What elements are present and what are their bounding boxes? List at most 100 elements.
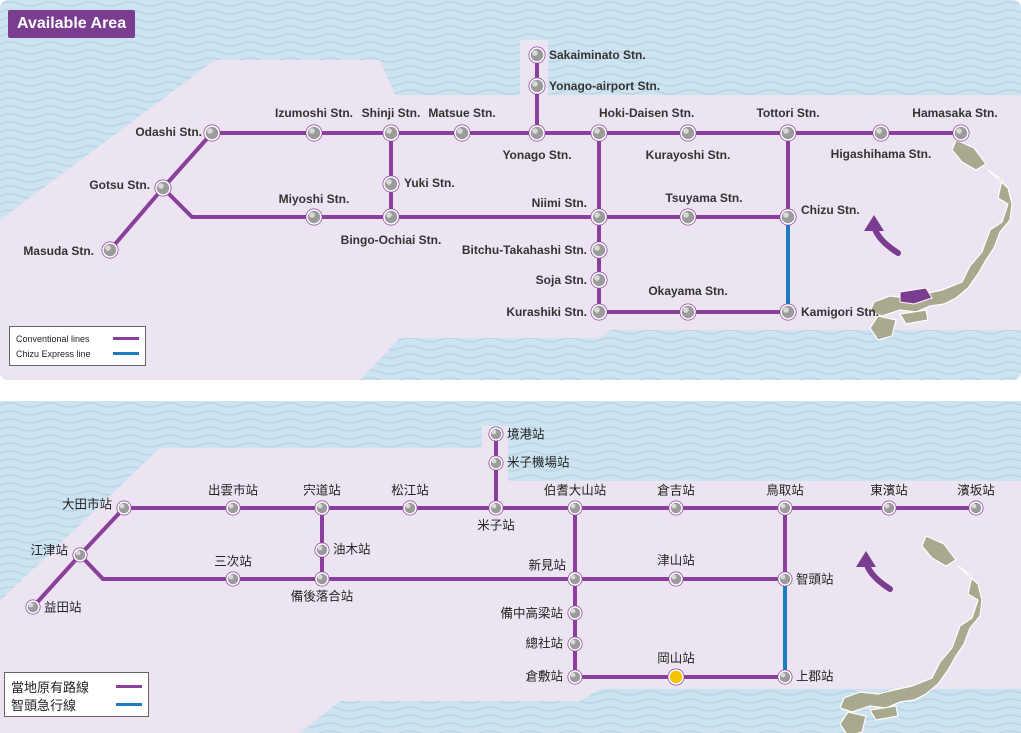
legend-label-conventional-zh: 當地原有路線 xyxy=(11,679,90,695)
station-kurayoshi-en xyxy=(679,124,697,142)
station-label-shinji-en: Shinji Stn. xyxy=(362,106,421,120)
station-label-niimi-en: Niimi Stn. xyxy=(532,196,587,210)
station-kurayoshi-zh xyxy=(668,500,684,516)
station-label-kamigori-en: Kamigori Stn. xyxy=(801,305,879,319)
station-izumoshi-zh xyxy=(225,500,241,516)
station-niimi-zh xyxy=(567,571,583,587)
legend-label-chizu-zh: 智頭急行線 xyxy=(11,697,77,713)
hokkaido-shape xyxy=(951,139,987,171)
kyushu-shape xyxy=(869,315,897,341)
station-bitchu_takahashi-en xyxy=(590,241,608,259)
station-chizu-en xyxy=(779,208,797,226)
station-higashihama-zh xyxy=(881,500,897,516)
station-label-tottori-en: Tottori Stn. xyxy=(756,106,819,120)
legend-label-conventional: Conventional lines xyxy=(16,333,90,344)
hokkaido-shape xyxy=(921,535,957,567)
land-en xyxy=(0,40,1021,380)
map-panel-chinese: 境港站米子機場站大田市站出雲市站宍道站松江站米子站伯耆大山站倉吉站鳥取站東濱站濱… xyxy=(0,401,1021,733)
station-label-yonago-en: Yonago Stn. xyxy=(502,148,571,162)
station-sakaiminato-en xyxy=(528,46,546,64)
station-label-miyoshi-zh: 三次站 xyxy=(214,554,252,569)
shikoku-shape xyxy=(899,309,929,325)
map-panel-english: Sakaiminato Stn. Yonago-airport Stn. Odash… xyxy=(0,0,1021,380)
station-label-yonago-zh: 米子站 xyxy=(477,518,515,533)
station-label-yonago_airport-en: Yonago-airport Stn. xyxy=(549,79,660,93)
station-label-odashi-zh: 大田市站 xyxy=(62,497,112,512)
station-izumoshi-en xyxy=(305,124,323,142)
legend-english: Conventional lines Chizu Express line xyxy=(9,326,146,366)
station-bingo_ochiai-zh xyxy=(314,571,330,587)
station-yonago_airport-zh xyxy=(488,455,504,471)
station-label-tottori-zh: 鳥取站 xyxy=(766,483,804,498)
legend-swatch-chizu-zh xyxy=(116,702,142,706)
station-label-kurashiki-en: Kurashiki Stn. xyxy=(506,305,587,319)
station-sakaiminato-zh xyxy=(488,426,504,442)
station-label-okayama-zh: 岡山站 xyxy=(657,651,695,666)
station-label-izumoshi-zh: 出雲市站 xyxy=(208,483,258,498)
station-label-shinji-zh: 宍道站 xyxy=(303,483,341,498)
station-label-soja-zh: 總社站 xyxy=(525,636,563,651)
legend-label-chizu: Chizu Express line xyxy=(16,348,91,359)
station-kurashiki-en xyxy=(590,303,608,321)
route-map-english: Sakaiminato Stn. Yonago-airport Stn. Odash… xyxy=(0,0,1021,380)
station-yuki-en xyxy=(382,175,400,193)
legend-item-chizu-zh: 智頭急行線 xyxy=(5,695,148,713)
station-masuda-zh xyxy=(25,599,41,615)
station-tsuyama-en xyxy=(679,208,697,226)
station-kamigori-en xyxy=(779,303,797,321)
available-area-title: Available Area xyxy=(8,10,136,38)
legend-item-conventional: Conventional lines xyxy=(10,331,145,346)
station-hoki_daisen-en xyxy=(590,124,608,142)
station-label-hoki_daisen-zh: 伯耆大山站 xyxy=(544,483,607,498)
station-label-izumoshi-en: Izumoshi Stn. xyxy=(275,106,353,120)
station-label-yuki-en: Yuki Stn. xyxy=(404,176,455,190)
station-hamasaka-en xyxy=(952,124,970,142)
station-label-yuki-zh: 油木站 xyxy=(333,542,371,557)
kyushu-shape xyxy=(839,711,867,733)
station-shinji-en xyxy=(382,124,400,142)
station-shinji-zh xyxy=(314,500,330,516)
honshu-shape xyxy=(869,169,1013,317)
honshu-shape xyxy=(839,565,983,713)
line-seg-en-south xyxy=(161,186,788,219)
station-label-kurayoshi-en: Kurayoshi Stn. xyxy=(646,148,731,162)
station-label-kurashiki-zh: 倉敷站 xyxy=(525,669,563,684)
japan-silhouette-en xyxy=(869,139,1013,341)
station-hamasaka-zh xyxy=(968,500,984,516)
line-seg-en-1 xyxy=(161,131,214,190)
legend-item-chizu: Chizu Express line xyxy=(10,346,145,361)
station-label-okayama-en: Okayama Stn. xyxy=(648,284,727,298)
station-label-tsuyama-zh: 津山站 xyxy=(657,553,695,568)
station-label-hamasaka-en: Hamasaka Stn. xyxy=(912,106,997,120)
station-label-higashihama-zh: 東濱站 xyxy=(870,483,908,498)
station-label-yonago_airport-zh: 米子機場站 xyxy=(507,455,570,470)
station-tottori-en xyxy=(779,124,797,142)
station-chizu-zh xyxy=(777,571,793,587)
station-label-sakaiminato-en: Sakaiminato Stn. xyxy=(549,48,646,62)
station-label-matsue-zh: 松江站 xyxy=(391,483,429,498)
station-okayama-zh xyxy=(667,668,685,686)
station-label-bitchu_takahashi-en: Bitchu-Takahashi Stn. xyxy=(462,243,587,257)
station-label-kurayoshi-zh: 倉吉站 xyxy=(657,483,695,498)
station-soja-en xyxy=(590,271,608,289)
station-niimi-en xyxy=(590,208,608,226)
station-kamigori-zh xyxy=(777,669,793,685)
station-label-higashihama-en: Higashihama Stn. xyxy=(831,147,932,161)
station-label-chizu-zh: 智頭站 xyxy=(796,572,834,587)
station-label-niimi-zh: 新見站 xyxy=(528,558,566,573)
station-label-sakaiminato-zh: 境港站 xyxy=(507,427,545,442)
arrow-head-zh xyxy=(856,551,876,567)
station-matsue-zh xyxy=(402,500,418,516)
line-seg-en-0 xyxy=(108,186,165,252)
station-label-bitchu_takahashi-zh: 備中高梁站 xyxy=(500,606,563,621)
station-label-odashi-en: Odashi Stn. xyxy=(135,125,202,139)
station-bingo_ochiai-en xyxy=(382,208,400,226)
station-gotsu-en xyxy=(154,179,172,197)
station-yonago-zh xyxy=(488,500,504,516)
station-odashi-zh xyxy=(116,500,132,516)
station-label-soja-en: Soja Stn. xyxy=(536,273,587,287)
station-label-miyoshi-en: Miyoshi Stn. xyxy=(279,192,350,206)
arrow-head-en xyxy=(864,215,884,231)
legend-swatch-conventional xyxy=(113,337,139,340)
station-label-gotsu-en: Gotsu Stn. xyxy=(89,178,150,192)
